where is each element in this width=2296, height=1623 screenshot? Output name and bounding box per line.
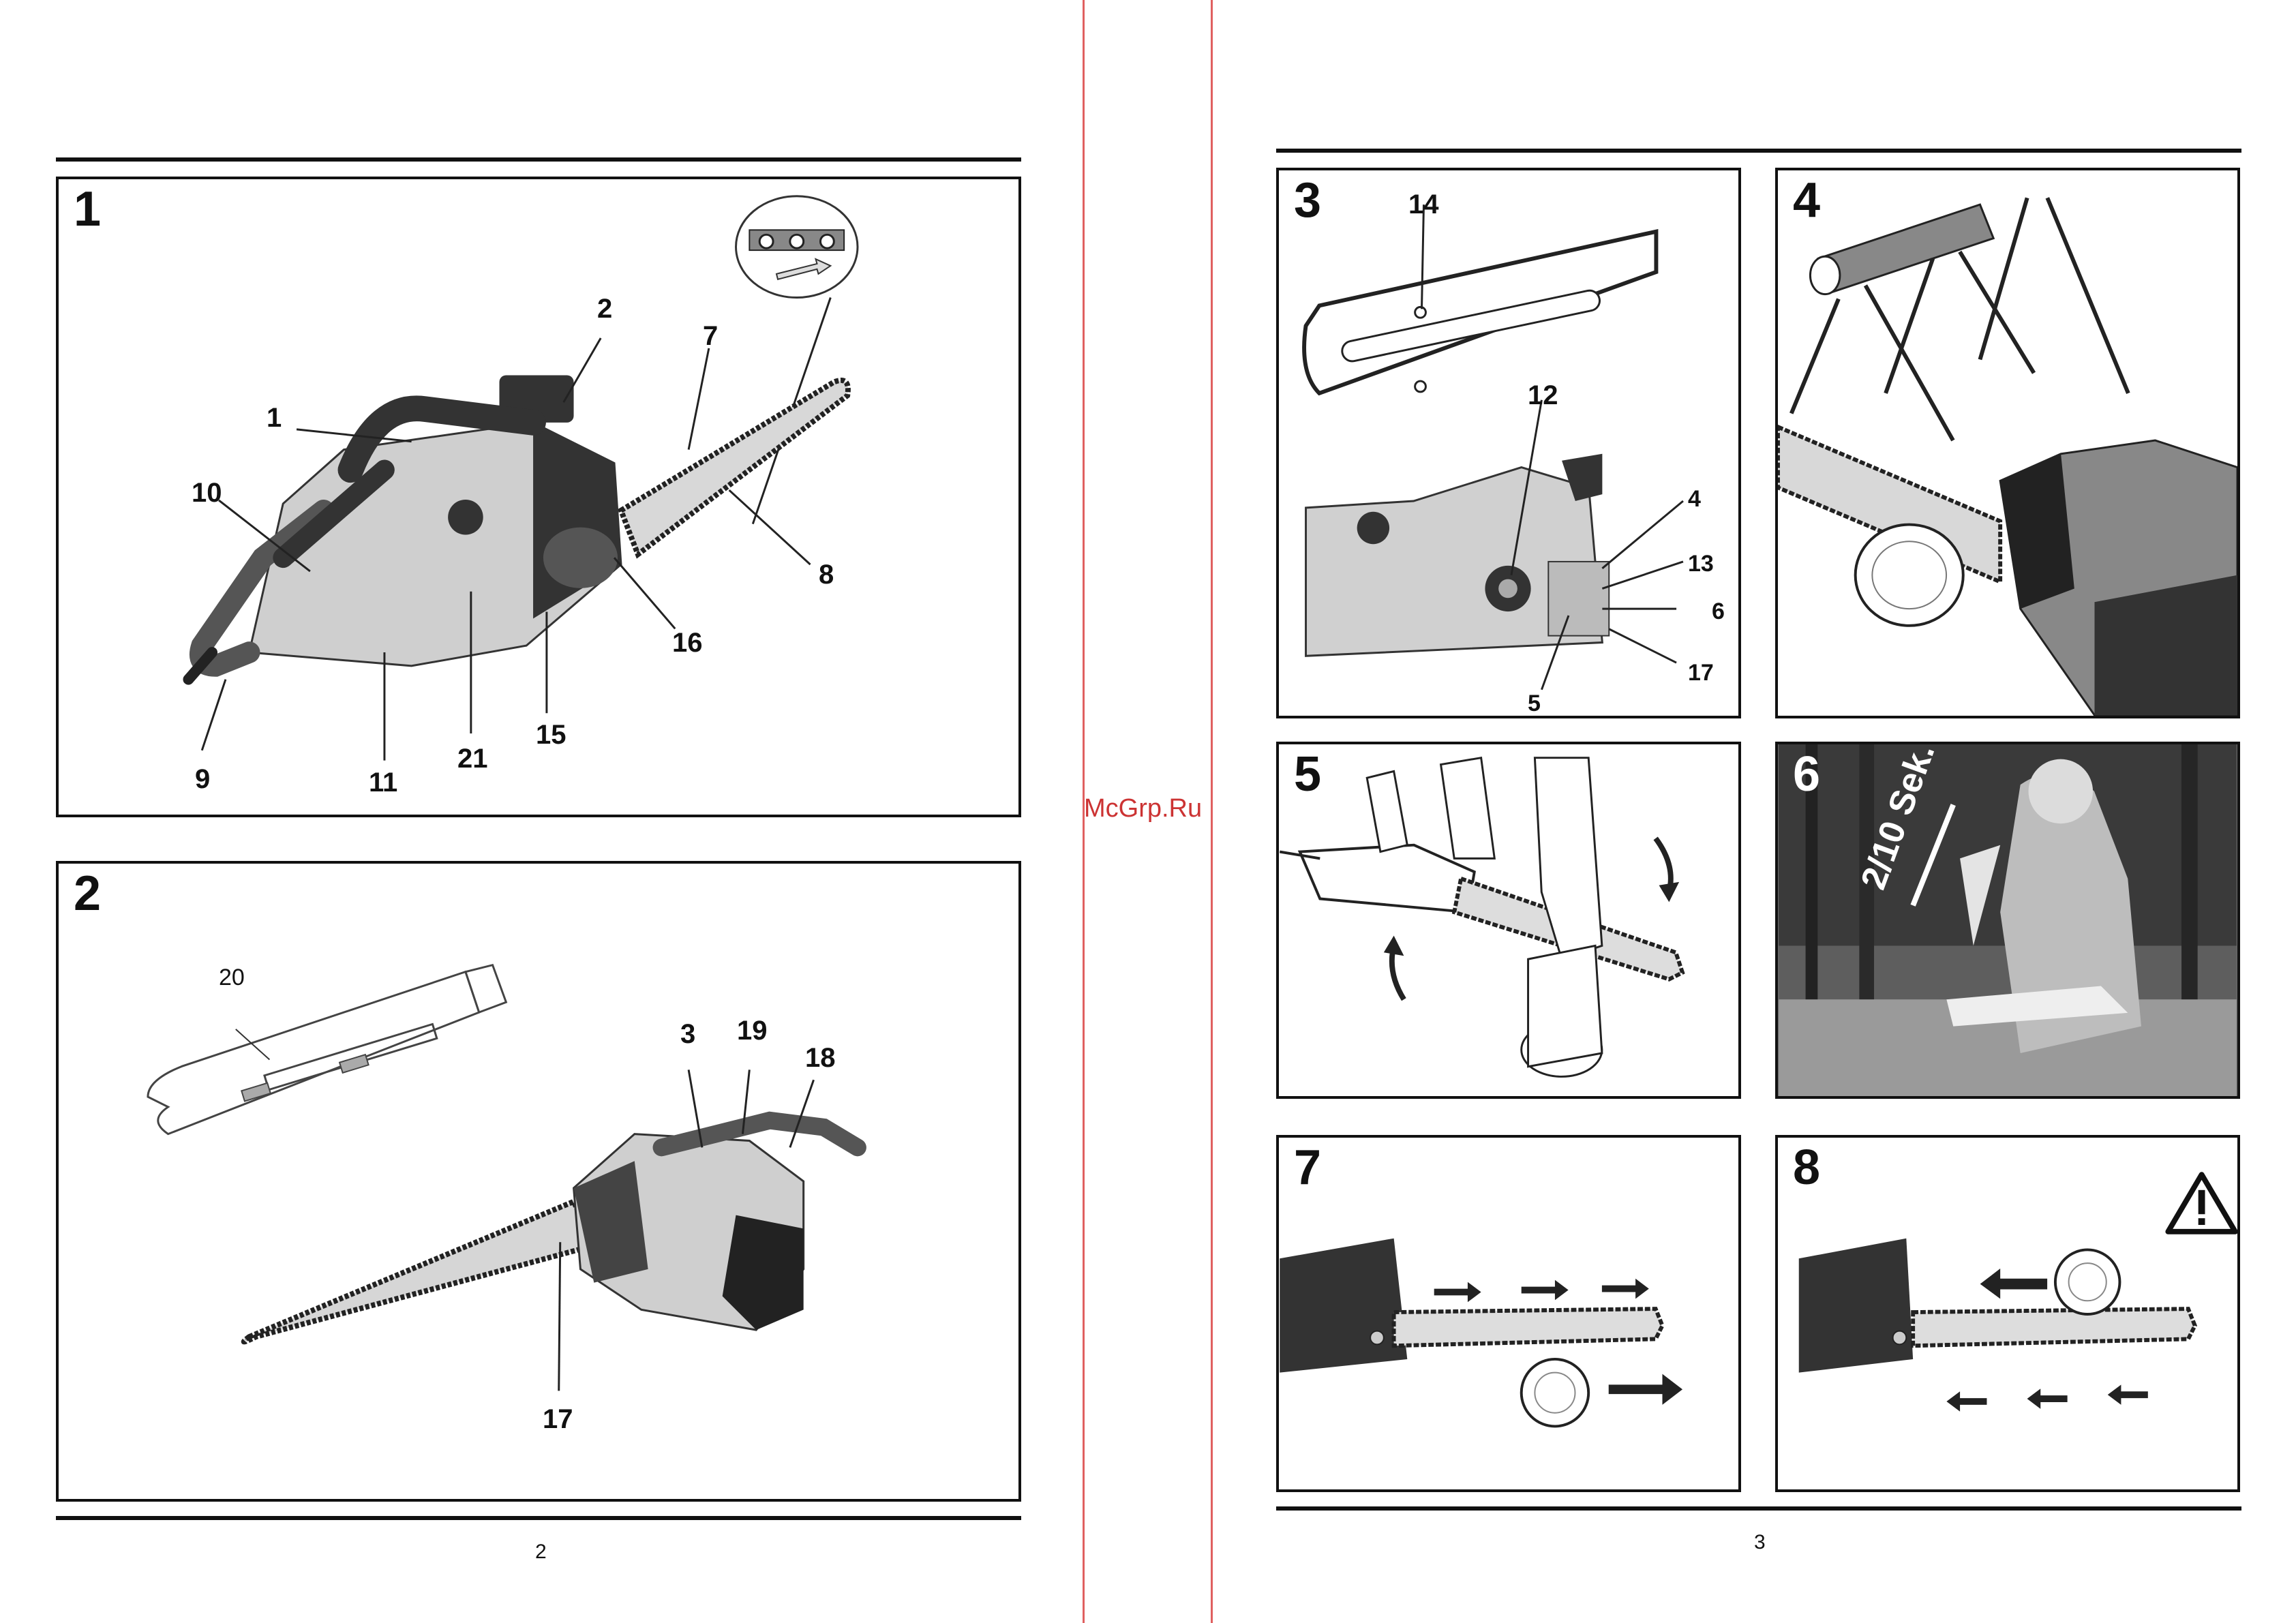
top-rule-right (1276, 149, 2241, 153)
figure-5-panel: 5 (1276, 742, 1741, 1099)
figure-2-panel: 2 20 3 19 18 17 (56, 861, 1021, 1502)
forest-photo (1778, 744, 2237, 1096)
callout-label: 16 (672, 629, 703, 656)
callout-label: 6 (1712, 600, 1725, 623)
figure-8-panel: 8 (1775, 1135, 2240, 1492)
callout-label: 14 (1408, 191, 1439, 218)
callout-label: 7 (703, 322, 718, 350)
callout-label: 5 (1528, 692, 1541, 715)
figure-number: 2 (74, 869, 101, 918)
chainsaw-with-cover-drawing (59, 864, 1018, 1499)
callout-label: 19 (737, 1017, 768, 1044)
bottom-rule-left (56, 1516, 1021, 1520)
callout-label: 20 (219, 966, 245, 989)
figure-number: 1 (74, 185, 101, 234)
callout-label: 2 (597, 295, 612, 322)
figure-number: 4 (1793, 176, 1820, 225)
callout-label: 12 (1528, 382, 1558, 409)
figure-3-panel: 3 14 12 4 13 6 17 5 (1276, 168, 1741, 718)
callout-label: 18 (805, 1044, 836, 1072)
callout-label: 21 (457, 745, 488, 772)
push-cut-drawing (1778, 1138, 2237, 1489)
callout-label: 11 (369, 769, 397, 796)
top-rule-left (56, 157, 1021, 162)
warning-triangle-icon (2168, 1174, 2235, 1232)
pull-cut-drawing (1279, 1138, 1738, 1489)
page-edge-right (1211, 0, 1213, 1623)
figure-number: 6 (1793, 750, 1820, 799)
bar-mounting-drawing (1279, 170, 1738, 716)
callout-label: 9 (195, 765, 210, 793)
callout-label: 4 (1688, 487, 1701, 511)
sawhorse-cut-drawing (1778, 170, 2237, 716)
figure-6-panel: 6 2/10 Sek. (1775, 742, 2240, 1099)
figure-1-panel: 1 1 2 7 8 10 16 9 11 21 15 (56, 177, 1021, 817)
figure-number: 8 (1793, 1143, 1820, 1192)
figure-number: 5 (1294, 750, 1321, 799)
figure-number: 7 (1294, 1143, 1321, 1192)
kickback-drawing (1279, 744, 1738, 1096)
callout-label: 8 (819, 561, 834, 588)
figure-4-panel: 4 (1775, 168, 2240, 718)
callout-label: 13 (1688, 552, 1714, 575)
callout-label: 3 (680, 1020, 695, 1048)
page-number-right: 3 (1754, 1531, 1766, 1554)
callout-label: 10 (192, 479, 222, 506)
callout-label: 17 (1688, 661, 1714, 684)
watermark: McGrp.Ru (1084, 794, 1202, 823)
callout-label: 17 (543, 1406, 573, 1433)
callout-label: 15 (536, 721, 567, 748)
bottom-rule-right (1276, 1506, 2241, 1511)
callout-label: 1 (267, 404, 282, 431)
figure-number: 3 (1294, 176, 1321, 225)
figure-7-panel: 7 (1276, 1135, 1741, 1492)
page-number-left: 2 (535, 1541, 547, 1564)
